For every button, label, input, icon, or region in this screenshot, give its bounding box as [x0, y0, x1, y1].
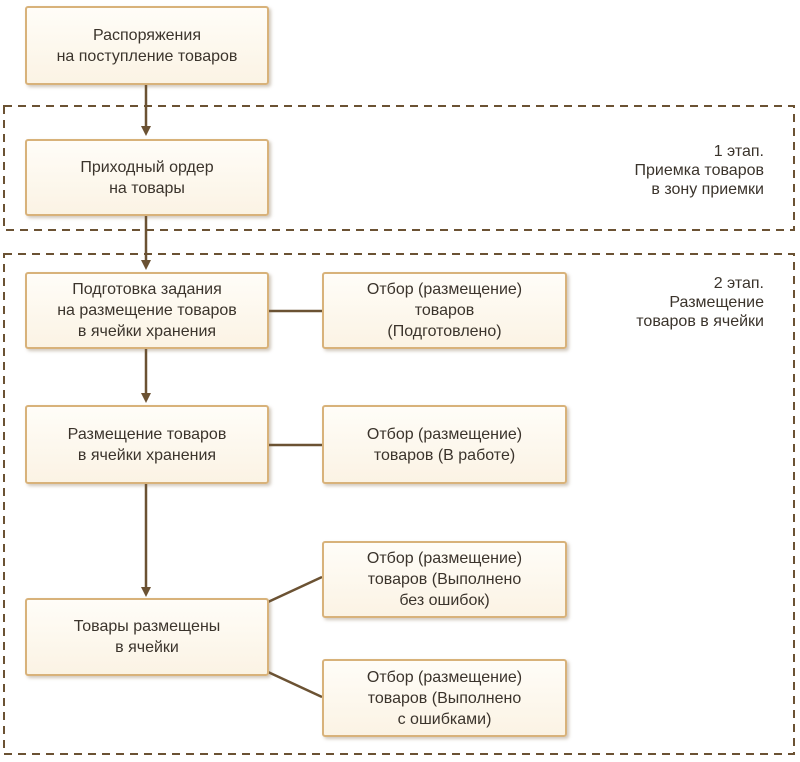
stage-1-label: 1 этап. Приемка товаров в зону приемки [634, 143, 765, 198]
node-incoming-order: Приходный ордер на товары [25, 139, 269, 216]
node-receipt-orders-label: Распоряжения на поступление товаров [56, 26, 238, 65]
node-incoming-order-label: Приходный ордер на товары [80, 158, 214, 197]
node-placement-task-label: Подготовка задания на размещение товаров… [57, 281, 237, 340]
node-placement-task: Подготовка задания на размещение товаров… [25, 272, 269, 349]
node-pick-prepared: Отбор (размещение) товаров (Подготовлено… [322, 272, 567, 349]
node-pick-prepared-label: Отбор (размещение) товаров (Подготовлено… [366, 281, 523, 340]
stage-1-frame [3, 105, 795, 231]
node-pick-done-errors: Отбор (размещение) товаров (Выполнено с … [322, 659, 567, 737]
node-pick-done-errors-label: Отбор (размещение) товаров (Выполнено с … [366, 668, 523, 728]
node-goods-placed: Товары размещены в ячейки [25, 598, 269, 676]
node-pick-in-progress-label: Отбор (размещение) товаров (В работе) [366, 425, 523, 464]
stage-2-frame [3, 253, 795, 755]
node-pick-in-progress: Отбор (размещение) товаров (В работе) [322, 405, 567, 484]
link-placed-to-done-ok [267, 575, 323, 604]
node-placement-in-cells: Размещение товаров в ячейки хранения [25, 405, 269, 484]
node-receipt-orders: Распоряжения на поступление товаров [25, 6, 269, 85]
node-pick-done-ok-label: Отбор (размещение) товаров (Выполнено бе… [366, 550, 523, 609]
link-placed-to-done-errors [267, 670, 323, 699]
node-goods-placed-label: Товары размещены в ячейки [73, 618, 221, 656]
stage-2-label: 2 этап. Размещение товаров в ячейки [636, 275, 764, 330]
node-placement-in-cells-label: Размещение товаров в ячейки хранения [67, 425, 227, 464]
node-pick-done-ok: Отбор (размещение) товаров (Выполнено бе… [322, 541, 567, 618]
